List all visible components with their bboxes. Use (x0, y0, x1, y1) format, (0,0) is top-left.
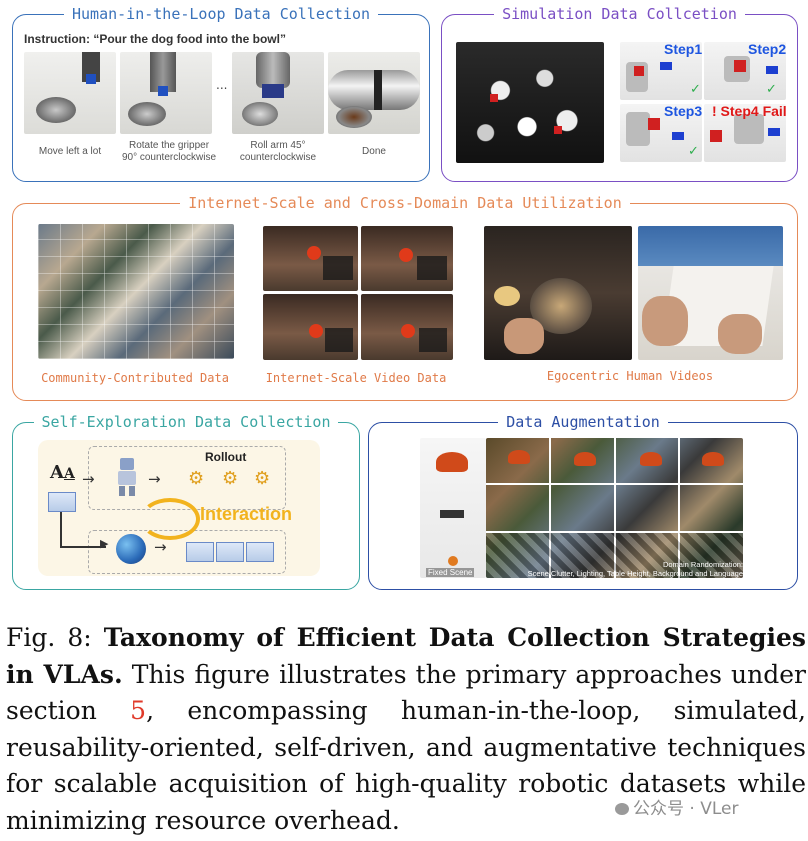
arrow-right-icon: ▶ (100, 537, 109, 550)
caption-label: Fig. 8: (6, 623, 92, 652)
arrow-right-icon: → (154, 538, 167, 556)
egocentric-cooking-image (484, 226, 632, 360)
sim-step3-label: Step3 (664, 103, 703, 119)
aug-title: Data Augmentation (369, 412, 797, 432)
internet-caption-2: Internet-Scale Video Data (265, 371, 447, 385)
hitl-caption-1: Move left a lot (38, 146, 102, 157)
robot-arm-icon: ⚙ (222, 468, 239, 489)
sim-step2-image (704, 42, 786, 100)
hitl-frame-3 (232, 52, 324, 134)
hitl-caption-2: Rotate the gripper 90° counterclockwise (121, 140, 217, 163)
internet-caption-1: Community-Contributed Data (41, 371, 229, 385)
caption-text-continued: , encompassing human-in-the-loop, simula… (6, 696, 807, 835)
domain-randomization-grid (486, 438, 743, 578)
video-frame-3 (263, 294, 358, 360)
robot-arm-icon: ⚙ (254, 468, 271, 489)
arrow-right-icon: → (148, 470, 161, 488)
self-title: Self-Exploration Data Collection (13, 412, 359, 432)
interaction-label: Interaction (200, 504, 293, 524)
observation-image-icon (246, 542, 274, 562)
caption-bold-title: Taxonomy of Efficient Data Collection St… (6, 623, 806, 689)
robot-icon (116, 458, 138, 496)
sim-step2-label: Step2 (748, 41, 787, 57)
hitl-ellipsis: ... (216, 78, 228, 92)
check-icon: ✓ (688, 144, 699, 159)
hitl-caption-3: Roll arm 45° counterclockwise (239, 140, 317, 163)
globe-icon (116, 534, 146, 564)
fixed-scene-image (420, 438, 486, 578)
wechat-icon (615, 803, 629, 815)
domain-randomization-label: Domain Randomization: Scene Clutter, Lig… (527, 560, 743, 578)
hitl-caption-4: Done (362, 146, 386, 157)
connector-line (60, 512, 62, 546)
video-frame-1 (263, 226, 358, 291)
video-frame-2 (361, 226, 453, 291)
hitl-title: Human-in-the-Loop Data Collection (13, 4, 429, 24)
section-ref-link[interactable]: 5 (130, 696, 147, 725)
text-input-icon: AA (50, 462, 75, 483)
sim-step1-image (620, 42, 702, 100)
hitl-frame-4 (328, 52, 420, 134)
community-data-collage (38, 224, 234, 359)
connector-line (60, 546, 106, 548)
sim-step3-image (620, 104, 702, 162)
internet-title: Internet-Scale and Cross-Domain Data Uti… (13, 193, 797, 213)
fixed-scene-label: Fixed Scene (426, 568, 475, 577)
hitl-frame-1 (24, 52, 116, 134)
observation-image-icon (186, 542, 214, 562)
video-frame-4 (361, 294, 453, 360)
image-input-icon (48, 492, 76, 512)
hitl-frame-2 (120, 52, 212, 134)
check-icon: ✓ (690, 82, 701, 97)
caption-text: This figure illustrates the primary appr… (6, 659, 806, 726)
cycle-arrows-icon (140, 498, 200, 540)
watermark: 公众号 · VLer (612, 794, 742, 819)
check-icon: ✓ (766, 82, 777, 97)
arrow-right-icon: → (82, 470, 95, 488)
internet-caption-3: Egocentric Human Videos (546, 369, 714, 383)
robot-arm-icon: ⚙ (188, 468, 205, 489)
observation-image-icon (216, 542, 244, 562)
sim-step4-label: ! Step4 Fail (712, 103, 787, 119)
rollout-label: Rollout (205, 450, 247, 464)
hitl-instruction: Instruction: “Pour the dog food into the… (24, 32, 286, 46)
sim-image-left (456, 42, 604, 163)
egocentric-paper-image (638, 226, 783, 360)
sim-step4-image (704, 104, 786, 162)
sim-title: Simulation Data Collcetion (442, 4, 797, 24)
figure-caption: Fig. 8: Taxonomy of Efficient Data Colle… (6, 620, 806, 839)
sim-step1-label: Step1 (664, 41, 703, 57)
